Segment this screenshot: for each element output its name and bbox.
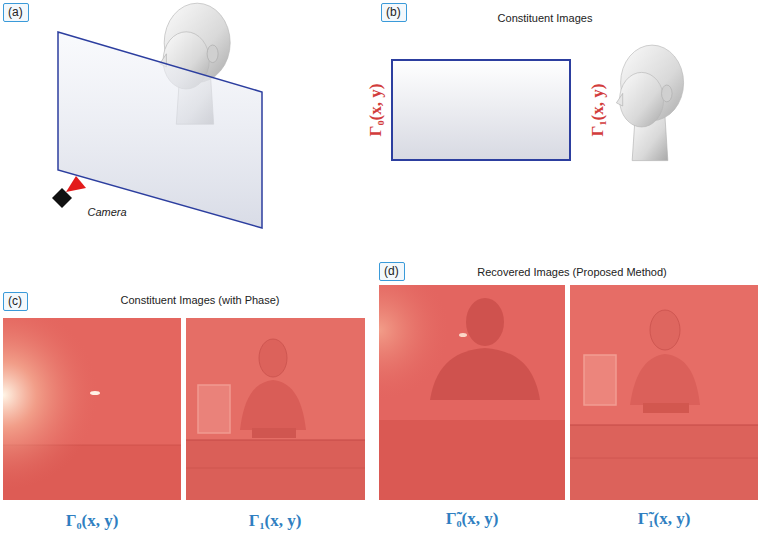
panel-letter: (b) [386, 5, 401, 19]
camera-label: Camera [87, 206, 126, 218]
panel-title: Recovered Images (Proposed Method) [477, 266, 667, 278]
transmission-photo [186, 318, 365, 500]
bust-body [240, 380, 306, 430]
panel-tag: (b) [381, 3, 407, 22]
picture-frame [198, 385, 230, 433]
image-symbol: Γ̃₀(x, y) [446, 509, 499, 529]
camera-symbol [52, 176, 86, 208]
cabinet-edge [570, 458, 758, 459]
recovered-transmission-photo [570, 285, 758, 500]
glass-plane [58, 32, 262, 228]
bust-shadow [430, 348, 540, 400]
light-spot [459, 333, 467, 337]
panel-letter: (a) [8, 5, 23, 19]
cabinet [186, 440, 365, 500]
recovered-reflection-photo [379, 285, 565, 500]
cabinet-edge [186, 468, 365, 469]
image-symbol: Γ₀(x, y) [366, 84, 386, 137]
image-symbol: Γ₁(x, y) [588, 84, 608, 137]
head-shape [616, 45, 683, 160]
photo-ground [186, 318, 365, 500]
bust-shadow [466, 298, 504, 346]
panel-tag: (d) [379, 262, 405, 281]
image-symbol: Γ̃₁(x, y) [638, 509, 691, 529]
panel-title: Constituent Images (with Phase) [121, 294, 280, 306]
panel-tag: (c) [3, 292, 28, 311]
cabinet-edge [570, 424, 758, 425]
bust-pedestal [252, 428, 296, 438]
camera-lens [66, 176, 86, 192]
photo-ground [570, 285, 758, 500]
cabinet [570, 425, 758, 500]
reflection-photo [3, 318, 181, 500]
light-glow [3, 318, 98, 490]
photo-shadow [379, 420, 565, 500]
panel-title: Constituent Images [498, 12, 593, 24]
bust-head [650, 310, 680, 350]
cabinet-edge [186, 439, 365, 440]
bust-pedestal [643, 403, 689, 413]
panel-letter: (c) [8, 294, 22, 308]
image-symbol: Γ₀(x, y) [66, 511, 119, 531]
panel-letter: (d) [384, 264, 399, 278]
image-symbol: Γ₁(x, y) [249, 511, 302, 531]
head-figure [616, 45, 683, 160]
bust-body [630, 354, 700, 405]
panel-tag: (a) [3, 3, 29, 22]
picture-frame [584, 355, 616, 405]
light-spot [90, 391, 100, 395]
bust-head [259, 339, 287, 377]
glass-rectangle [392, 60, 570, 160]
